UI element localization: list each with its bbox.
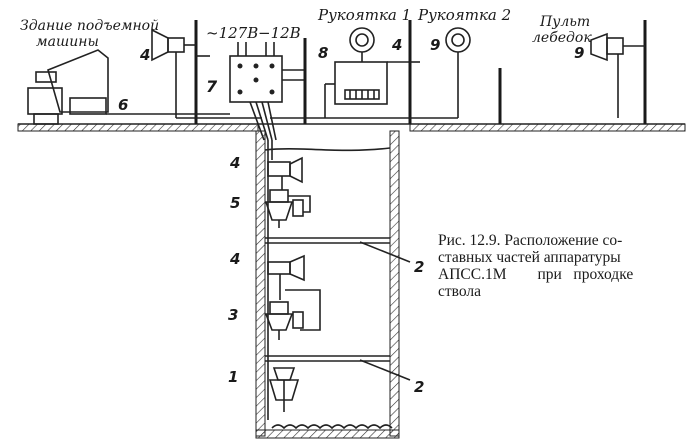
label-console-line2: лебедок (532, 30, 592, 46)
device-5 (264, 189, 311, 228)
control-box-8 (324, 61, 410, 118)
platforms (264, 147, 411, 381)
device-6 (69, 97, 107, 115)
callout-4-shaft-middle: 4 (229, 250, 240, 268)
callout-2-upper: 2 (414, 258, 424, 276)
label-console: Пульт лебедок (532, 14, 592, 46)
device-1 (268, 367, 300, 412)
label-127v: ~127В (206, 24, 258, 42)
callout-8: 8 (318, 44, 328, 62)
callout-4-shaft-upper: 4 (229, 154, 240, 172)
label-console-line1: Пульт (539, 14, 590, 30)
label-handle-1: Рукоятка 1 (317, 6, 411, 24)
callout-9-handle: 9 (430, 36, 440, 54)
label-building-line1: Здание подъемной (20, 18, 159, 34)
label-handle-2: Рукоятка 2 (417, 6, 511, 24)
callout-1: 1 (228, 368, 238, 386)
shaft-walls (255, 130, 400, 439)
label-12v: −12В (258, 24, 301, 42)
caption-line-2: ставных частей аппаратуры (438, 249, 621, 266)
callout-6: 6 (118, 96, 128, 114)
callout-4-building: 4 (139, 46, 150, 64)
distribution-box-7 (229, 42, 305, 141)
callout-4-handle: 4 (391, 36, 402, 54)
label-building-line2: машины (36, 34, 99, 50)
callout-5: 5 (230, 194, 240, 212)
callout-2-lower: 2 (414, 378, 424, 396)
winch-console (498, 20, 647, 124)
handle-1-dial (349, 27, 375, 62)
caption-line-4: ствола (438, 283, 482, 300)
shaft-cable (267, 140, 273, 420)
callout-3: 3 (228, 306, 238, 324)
figure-caption: Рис. 12.9. Расположение со- ставных част… (438, 232, 688, 300)
caption-line-3: АПСС.1М при проходке (438, 266, 634, 283)
hoist-building (27, 20, 230, 125)
label-building: Здание подъемной машины (20, 18, 159, 50)
callout-7: 7 (206, 77, 218, 96)
caption-line-1: Рис. 12.9. Расположение со- (438, 232, 623, 249)
handle-2-dial (176, 27, 471, 119)
ground-surface (17, 123, 686, 132)
signal-4-top (151, 28, 196, 118)
signal-4-shaft-1 (267, 156, 303, 190)
callout-9-console: 9 (574, 44, 584, 62)
signal-4-shaft-2 (267, 254, 321, 331)
device-3 (264, 301, 304, 340)
